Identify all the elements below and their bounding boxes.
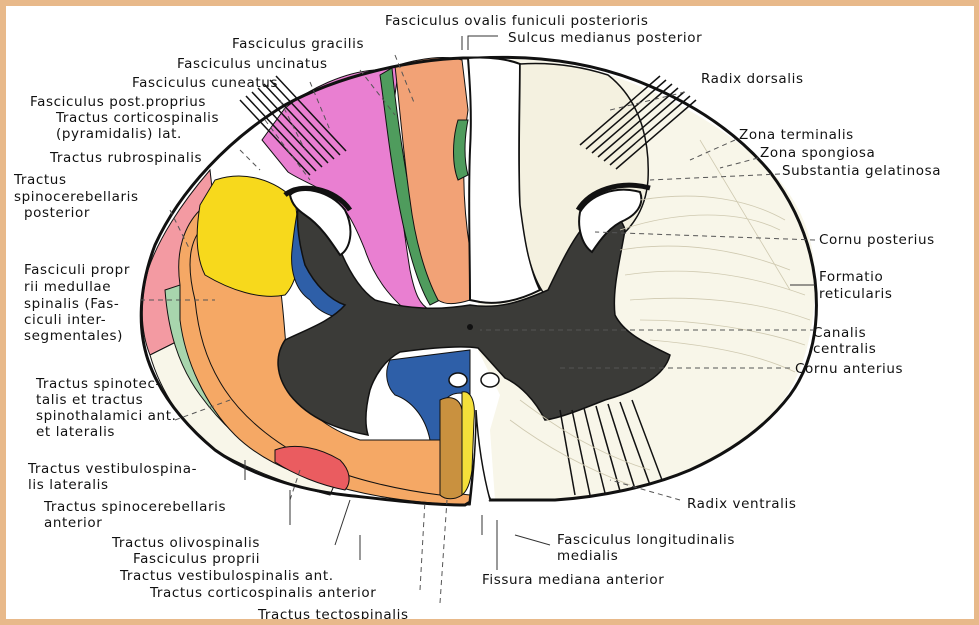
spinal-cord-cross-section: Fasciculus ovalis funiculi posterioris S… bbox=[6, 6, 974, 619]
label-tractus-vestibulospinalis-lat-line2: lis lateralis bbox=[28, 477, 109, 493]
label-fasciculus-proprii: Fasciculus proprii bbox=[133, 551, 260, 567]
label-tractus-spinotectalis-line2: talis et tractus bbox=[36, 392, 143, 408]
anterior-commissure-right bbox=[481, 373, 499, 387]
label-fasciculus-longitudinalis-line2: medialis bbox=[557, 548, 618, 564]
label-fissura-mediana-anterior: Fissura mediana anterior bbox=[482, 572, 664, 588]
label-radix-ventralis: Radix ventralis bbox=[687, 496, 796, 512]
diagram-canvas: Fasciculus ovalis funiculi posterioris S… bbox=[6, 6, 974, 619]
label-formatio-reticularis-line2: reticularis bbox=[819, 286, 893, 302]
canalis-centralis-shape bbox=[467, 324, 473, 330]
label-cornu-anterius: Cornu anterius bbox=[795, 361, 903, 377]
label-tractus-corticospinalis-line1: Tractus corticospinalis bbox=[55, 110, 219, 126]
label-tractus-rubrospinalis: Tractus rubrospinalis bbox=[49, 150, 202, 166]
label-tractus-corticospinalis-anterior: Tractus corticospinalis anterior bbox=[149, 585, 376, 601]
label-fasciculi-proprii-line3: spinalis (Fas- bbox=[24, 296, 119, 312]
label-cornu-posterius: Cornu posterius bbox=[819, 232, 935, 248]
label-radix-dorsalis: Radix dorsalis bbox=[701, 71, 804, 87]
label-tractus-spinocerebellaris-posterior-line3: posterior bbox=[24, 205, 90, 221]
label-tractus-corticospinalis-line2: (pyramidalis) lat. bbox=[56, 126, 182, 142]
label-substantia-gelatinosa: Substantia gelatinosa bbox=[782, 163, 941, 179]
label-formatio-reticularis-line1: Formatio bbox=[819, 269, 883, 285]
label-canalis-centralis-line2: centralis bbox=[813, 341, 876, 357]
label-fasciculi-proprii-line4: ciculi inter- bbox=[24, 312, 106, 328]
anterior-commissure-left bbox=[449, 373, 467, 387]
label-tractus-spinotectalis-line3: spinothalamici ant. bbox=[36, 408, 177, 424]
label-fasciculi-proprii-line5: segmentales) bbox=[24, 328, 123, 344]
fasciculus-ovalis-region bbox=[454, 120, 469, 180]
label-fasciculus-ovalis: Fasciculus ovalis funiculi posterioris bbox=[385, 13, 649, 29]
label-tractus-olivospinalis: Tractus olivospinalis bbox=[111, 535, 260, 551]
label-tractus-tectospinalis: Tractus tectospinalis bbox=[257, 607, 409, 619]
label-fasciculi-proprii-line2: rii medullae bbox=[24, 279, 111, 295]
label-tractus-spinotectalis-line1: Tractus spinotec- bbox=[35, 376, 161, 392]
label-fasciculus-uncinatus: Fasciculus uncinatus bbox=[177, 56, 328, 72]
label-tractus-spinotectalis-line4: et lateralis bbox=[36, 424, 115, 440]
label-zona-terminalis: Zona terminalis bbox=[739, 127, 854, 143]
label-zona-spongiosa: Zona spongiosa bbox=[760, 145, 875, 161]
label-fasciculus-gracilis: Fasciculus gracilis bbox=[232, 36, 364, 52]
label-tractus-spinocerebellaris-anterior-line1: Tractus spinocerebellaris bbox=[43, 499, 226, 515]
label-tractus-vestibulospinalis-ant: Tractus vestibulospinalis ant. bbox=[119, 568, 334, 584]
tractus-tectospinalis-region bbox=[440, 398, 462, 499]
label-tractus-vestibulospinalis-lat-line1: Tractus vestibulospina- bbox=[27, 461, 197, 477]
label-canalis-centralis-line1: Canalis bbox=[813, 325, 866, 341]
label-tractus-spinocerebellaris-posterior-line2: spinocerebellaris bbox=[14, 189, 139, 205]
label-fasciculus-longitudinalis-line1: Fasciculus longitudinalis bbox=[557, 532, 735, 548]
label-sulcus-medianus-posterior: Sulcus medianus posterior bbox=[508, 30, 702, 46]
label-fasciculus-post-proprius: Fasciculus post.proprius bbox=[30, 94, 206, 110]
label-tractus-spinocerebellaris-anterior-line2: anterior bbox=[44, 515, 102, 531]
label-fasciculus-cuneatus: Fasciculus cuneatus bbox=[132, 75, 278, 91]
label-tractus-spinocerebellaris-posterior-line1: Tractus bbox=[13, 172, 67, 188]
label-fasciculi-proprii-line1: Fasciculi propr bbox=[24, 262, 130, 278]
